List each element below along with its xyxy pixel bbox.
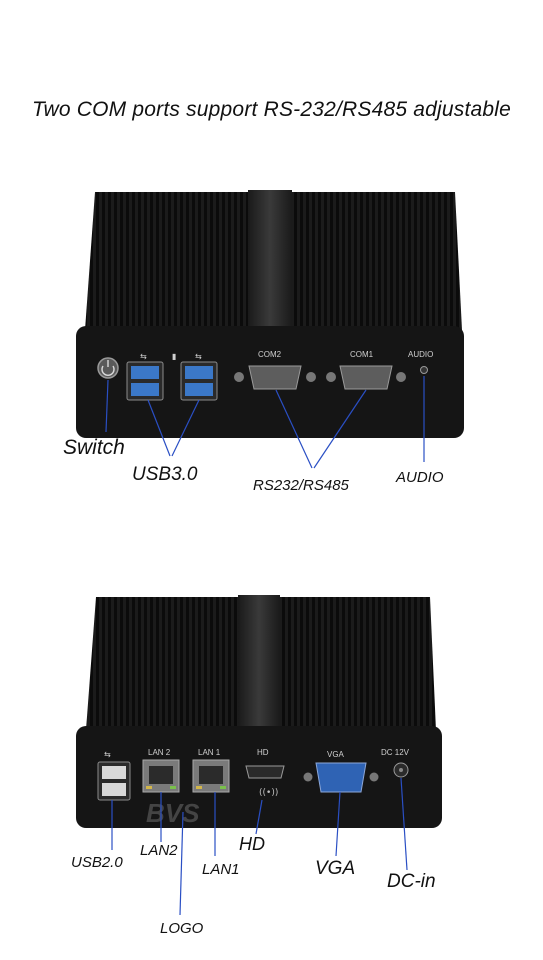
- lan1-label: LAN 1: [198, 748, 221, 757]
- vga-callout-line: [335, 791, 341, 857]
- hdmi-port: [245, 765, 285, 779]
- usb-icon: ⇆: [140, 352, 147, 361]
- usb3-port-group-2: [180, 361, 218, 401]
- lan2-label: LAN 2: [148, 748, 171, 757]
- battery-icon: ▮: [172, 352, 176, 361]
- heatsink-channel: [238, 595, 280, 728]
- dc-label: DC 12V: [381, 748, 410, 757]
- com2-port: [234, 365, 316, 390]
- brand-logo: BVS: [146, 798, 200, 828]
- com1-label: COM1: [350, 350, 374, 359]
- lan2-port: [142, 759, 180, 793]
- usb-icon: ⇆: [104, 750, 111, 759]
- hd-callout-line: [255, 799, 263, 835]
- usb-icon: ⇆: [195, 352, 202, 361]
- lan1-callout: LAN1: [202, 861, 240, 878]
- switch-callout: Switch: [63, 436, 125, 459]
- com1-port: [326, 365, 406, 390]
- audio-jack: [420, 366, 428, 374]
- usb3-port-group-1: [126, 361, 164, 401]
- dcin-callout: DC-in: [387, 871, 436, 892]
- heatsink-channel: [248, 190, 292, 328]
- audio-label: AUDIO: [408, 350, 433, 359]
- vga-callout: VGA: [315, 858, 356, 879]
- switch-callout-line: [105, 379, 109, 433]
- com2-label: COM2: [258, 350, 282, 359]
- audio-callout: AUDIO: [396, 469, 444, 486]
- rs232-callout-line: [275, 389, 313, 469]
- power-icon: [101, 365, 115, 376]
- front-unit: ⇆ ▮ ⇆ COM2 COM1 AUDIO: [76, 190, 464, 469]
- hd-label: HD: [257, 748, 269, 757]
- usb3-callout: USB3.0: [132, 464, 198, 485]
- usb2-port-group: [97, 761, 131, 801]
- rear-unit: ⇆ LAN 2 LAN 1 HD ((•)) VGA: [76, 595, 442, 916]
- lan2-callout: LAN2: [140, 842, 178, 859]
- logo-callout: LOGO: [160, 920, 204, 937]
- vga-label: VGA: [327, 750, 345, 759]
- usb2-callout: USB2.0: [71, 854, 123, 871]
- lan1-port: [192, 759, 230, 793]
- dcin-callout-line: [400, 777, 408, 871]
- wifi-icon: ((•)): [259, 788, 278, 798]
- hd-callout: HD: [239, 834, 265, 854]
- vga-port: [303, 762, 379, 793]
- usb3-callout-line: [147, 399, 171, 457]
- heading: Two COM ports support RS-232/RS485 adjus…: [32, 98, 511, 121]
- logo-callout-line: [179, 811, 184, 916]
- rs232-callout: RS232/RS485: [253, 477, 349, 494]
